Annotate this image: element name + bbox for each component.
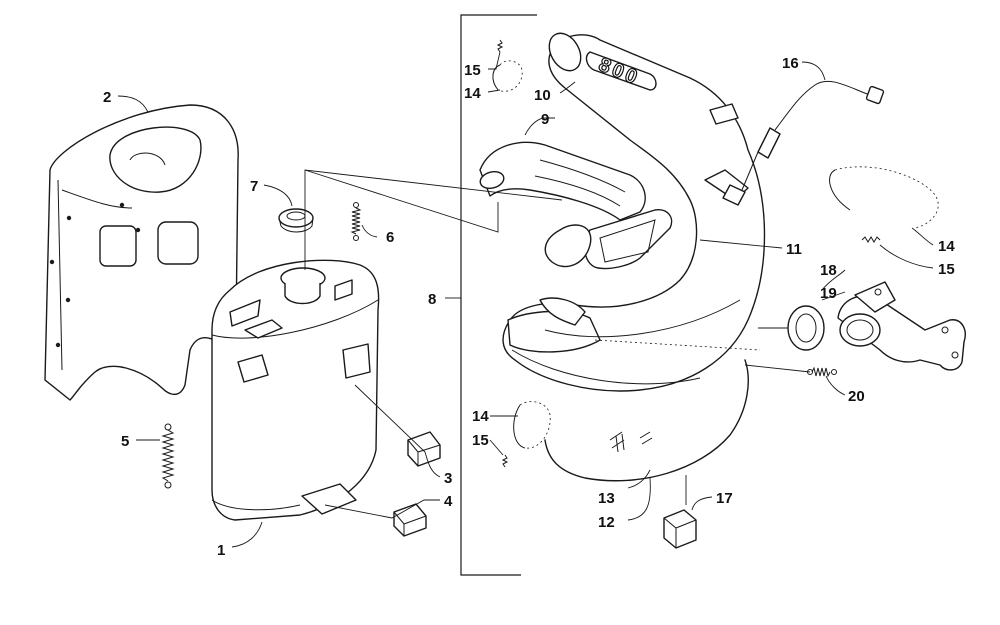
callout-13: 13 <box>598 490 615 507</box>
spring-5 <box>161 423 175 489</box>
clamp-14-right <box>829 166 939 243</box>
exhaust-seal <box>787 305 825 351</box>
inlet-pipe <box>479 141 646 221</box>
lower-heat-shield <box>544 359 749 482</box>
spring-6 <box>350 202 362 241</box>
callout-14-top: 14 <box>464 85 481 102</box>
callout-3: 3 <box>444 470 452 487</box>
callout-labels: 1 2 3 4 5 6 7 8 9 10 11 12 13 14 14 14 1… <box>103 55 955 559</box>
callout-15-right: 15 <box>938 261 955 278</box>
callout-14-lower: 14 <box>472 408 489 425</box>
exhaust-manifold <box>837 281 966 371</box>
clamp-14-top <box>492 39 523 92</box>
leader-lines <box>117 51 934 548</box>
callout-6: 6 <box>386 229 394 246</box>
callout-14-right: 14 <box>938 238 955 255</box>
exhaust-sensor <box>722 80 885 206</box>
callout-16: 16 <box>782 55 799 72</box>
callout-15-top: 15 <box>464 62 481 79</box>
expansion-chamber: 800 <box>502 32 766 392</box>
callout-4: 4 <box>444 493 453 510</box>
callout-5: 5 <box>121 433 129 450</box>
callout-9: 9 <box>541 111 549 128</box>
group-bracket <box>460 14 537 576</box>
clamp-14-lower <box>501 401 551 468</box>
callout-20: 20 <box>848 388 865 405</box>
callout-15-lower: 15 <box>472 432 489 449</box>
callout-7: 7 <box>250 178 258 195</box>
callout-11: 11 <box>786 241 802 258</box>
heat-shield-cover <box>44 104 239 401</box>
bracket-4 <box>393 503 427 537</box>
grommet <box>278 208 314 233</box>
muffler-body <box>211 259 380 521</box>
bracket-3 <box>407 431 441 467</box>
callout-19: 19 <box>820 285 837 302</box>
callout-18: 18 <box>820 262 837 279</box>
callout-12: 12 <box>598 514 615 531</box>
callout-8: 8 <box>428 291 436 308</box>
callout-2: 2 <box>103 89 111 106</box>
rubber-mount <box>663 509 697 549</box>
callout-17: 17 <box>716 490 733 507</box>
spring-20 <box>807 366 837 378</box>
callout-10: 10 <box>534 87 551 104</box>
callout-1: 1 <box>217 542 225 559</box>
